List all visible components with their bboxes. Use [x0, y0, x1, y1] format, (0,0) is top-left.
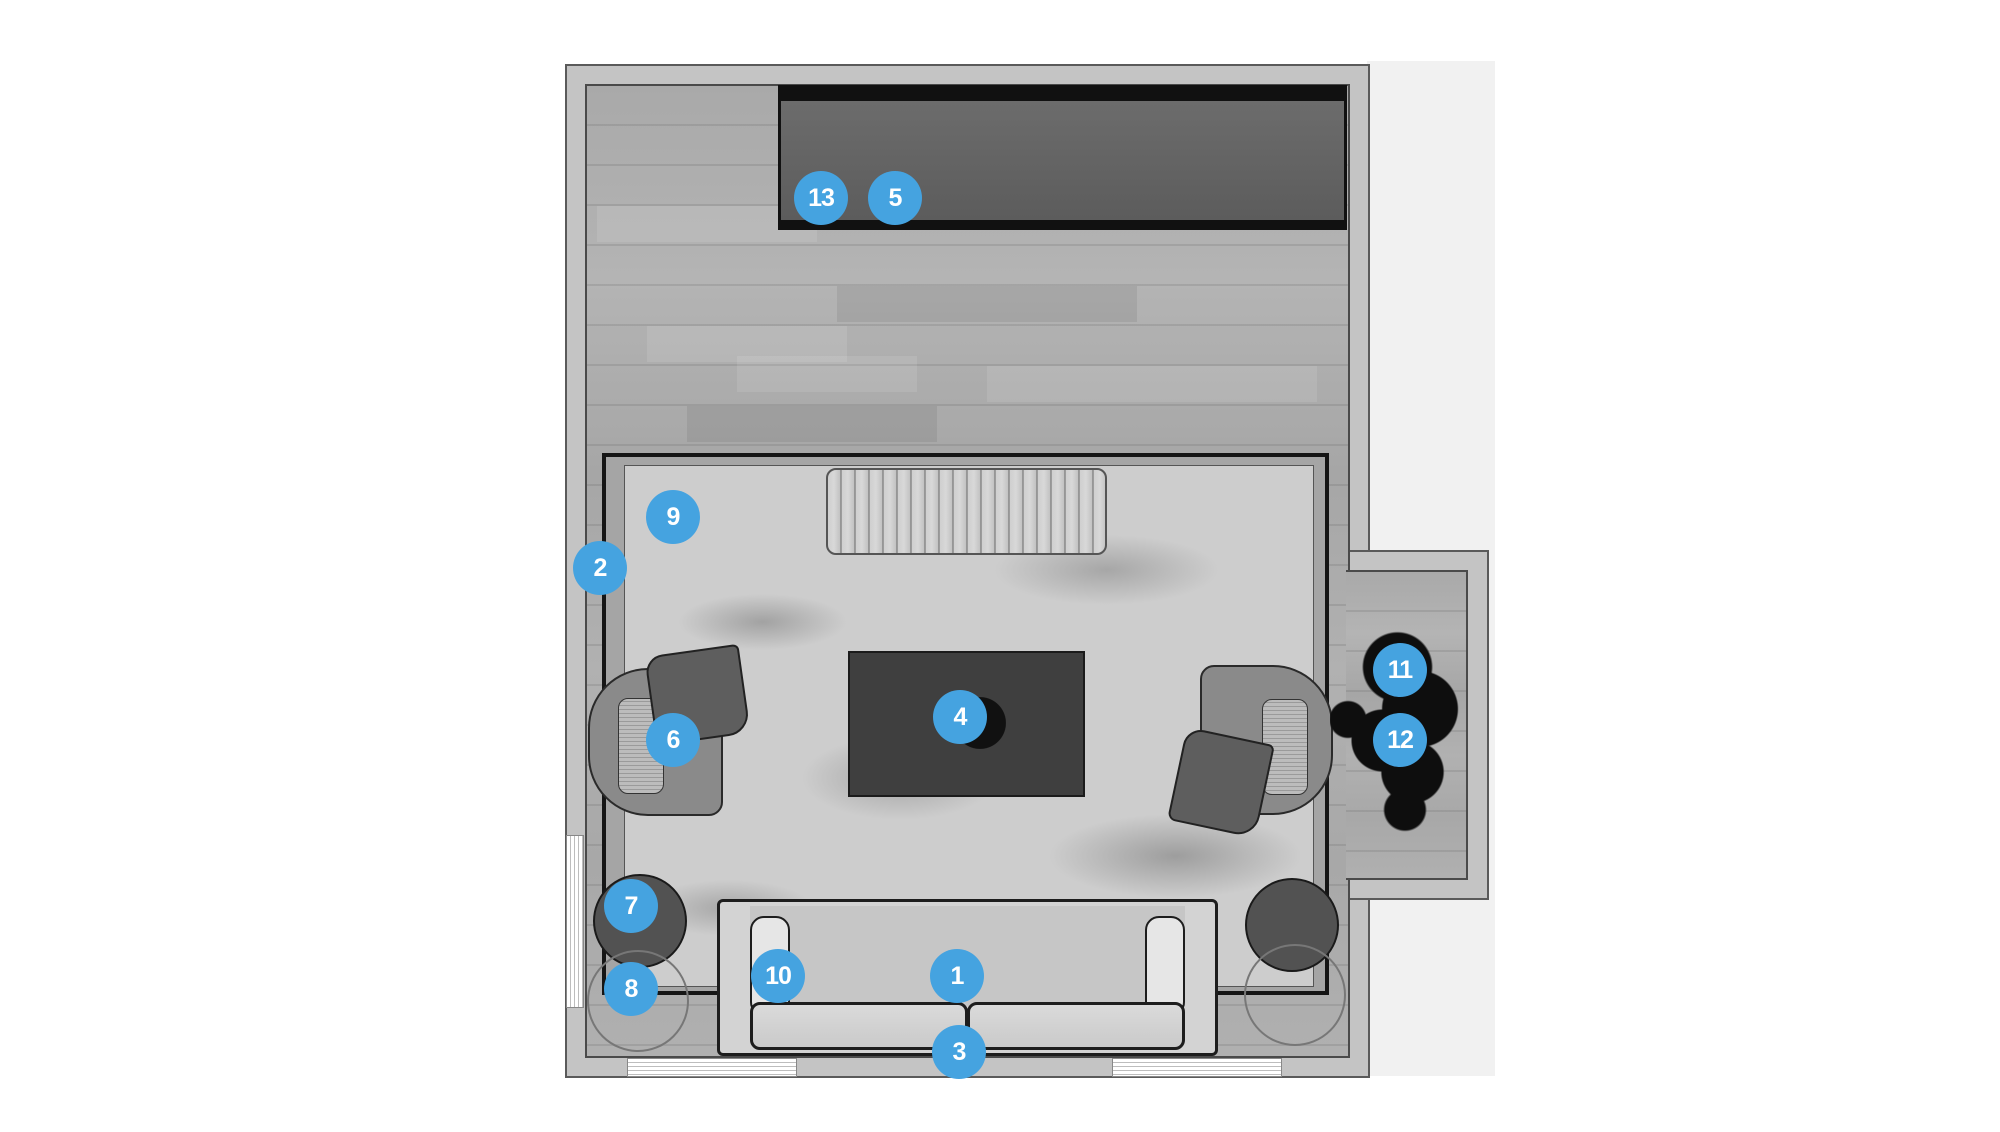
marker-8[interactable]: 8	[604, 962, 658, 1016]
marker-7[interactable]: 7	[604, 879, 658, 933]
marker-3[interactable]: 3	[932, 1025, 986, 1079]
sofa-seat-left	[750, 1002, 968, 1050]
right-floor-lamp	[1244, 944, 1346, 1046]
bottom-window-right	[1112, 1058, 1282, 1077]
left-window	[566, 835, 584, 1008]
marker-2[interactable]: 2	[573, 541, 627, 595]
marker-13[interactable]: 13	[794, 171, 848, 225]
bottom-window-left	[627, 1058, 797, 1077]
left-floor-lamp	[587, 950, 689, 1052]
marker-12[interactable]: 12	[1373, 713, 1427, 767]
bench	[826, 468, 1107, 555]
marker-10[interactable]: 10	[751, 949, 805, 1003]
marker-1[interactable]: 1	[930, 949, 984, 1003]
media-console	[778, 85, 1347, 230]
sofa-pillow-right	[1145, 916, 1185, 1016]
marker-4[interactable]: 4	[933, 690, 987, 744]
marker-9[interactable]: 9	[646, 490, 700, 544]
sofa-seat-right	[967, 1002, 1185, 1050]
marker-5[interactable]: 5	[868, 171, 922, 225]
marker-6[interactable]: 6	[646, 713, 700, 767]
marker-11[interactable]: 11	[1373, 643, 1427, 697]
